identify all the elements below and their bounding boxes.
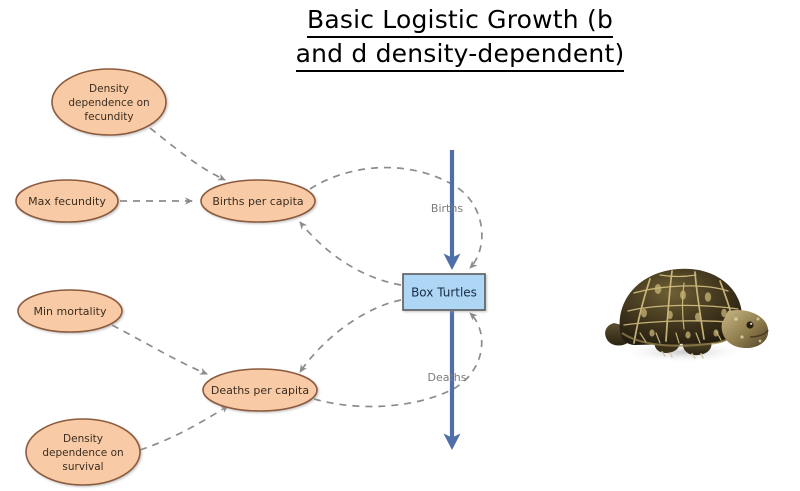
node-group: Density dependence on fecundity Max fecu… bbox=[15, 68, 486, 486]
link-ddsurvival-to-deaths bbox=[139, 405, 229, 451]
link-stock-to-births bbox=[299, 221, 402, 286]
node-max-fecundity[interactable]: Max fecundity bbox=[15, 179, 119, 223]
page-title: Basic Logistic Growth (b and d density-d… bbox=[250, 4, 670, 72]
link-ddfecundity-to-births bbox=[149, 127, 226, 181]
deaths-flow-label: Deaths bbox=[428, 371, 467, 384]
node-label: dependence on bbox=[42, 447, 123, 459]
link-deaths-to-deathsflow bbox=[313, 312, 483, 408]
flow-label-group: Births Deaths bbox=[428, 202, 467, 384]
box-turtle-photo bbox=[600, 253, 780, 373]
link-stock-to-deaths bbox=[299, 299, 402, 373]
title-line-2: and d density-dependent) bbox=[295, 38, 625, 72]
turtle-shell-speckles bbox=[641, 284, 727, 339]
node-births-per-capita[interactable]: Births per capita bbox=[200, 179, 316, 223]
node-label: Density bbox=[63, 433, 103, 445]
stock-label: Box Turtles bbox=[411, 286, 477, 300]
node-box-turtles-stock[interactable]: Box Turtles bbox=[402, 273, 486, 311]
births-flow-label: Births bbox=[431, 202, 463, 215]
title-line-1: Basic Logistic Growth (b bbox=[306, 4, 614, 38]
node-label: Deaths per capita bbox=[211, 384, 309, 397]
node-deaths-per-capita[interactable]: Deaths per capita bbox=[202, 368, 318, 412]
node-label: fecundity bbox=[84, 111, 133, 123]
node-min-mortality[interactable]: Min mortality bbox=[17, 289, 123, 333]
causal-link-group bbox=[111, 127, 483, 451]
node-density-dependence-survival[interactable]: Density dependence on survival bbox=[25, 418, 141, 486]
node-label: Births per capita bbox=[212, 195, 303, 208]
link-minmortality-to-deaths bbox=[111, 324, 208, 375]
node-label: Max fecundity bbox=[28, 195, 106, 208]
node-label: Min mortality bbox=[34, 305, 107, 318]
node-label: dependence on bbox=[68, 97, 149, 109]
turtle-shadow bbox=[620, 341, 748, 363]
turtle-head-speckles bbox=[734, 317, 762, 343]
turtle-eye bbox=[746, 321, 754, 329]
turtle-head bbox=[721, 309, 769, 349]
turtle-claw-group bbox=[661, 351, 704, 359]
node-label: Density bbox=[89, 83, 129, 95]
node-label: survival bbox=[62, 461, 103, 473]
turtle-eye-highlight bbox=[750, 322, 753, 325]
turtle-jaw bbox=[749, 329, 769, 338]
node-density-dependence-fecundity[interactable]: Density dependence on fecundity bbox=[51, 68, 167, 136]
link-births-to-birthsflow bbox=[309, 166, 483, 269]
